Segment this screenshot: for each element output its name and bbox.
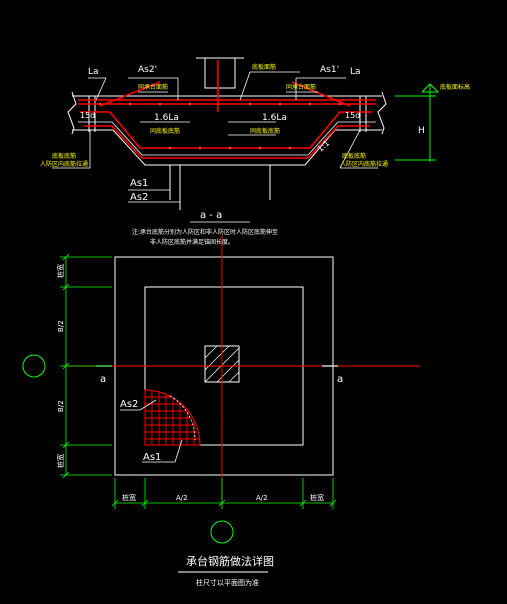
- as2-prime-label: As2': [138, 65, 157, 75]
- top-bar-right-label: 同承台面筋: [286, 83, 316, 91]
- cut-label-left: a: [100, 374, 106, 385]
- section-leaders: [52, 71, 378, 203]
- h-label: H: [418, 126, 425, 136]
- la-left-label: La: [88, 67, 99, 77]
- bottom-bar-left-label: 同底板底筋: [150, 127, 180, 135]
- dim-bottom-left: 桩宽: [122, 493, 136, 502]
- floor-elevation-label: 底板面标高: [440, 83, 470, 91]
- drawing-subtitle: 柱尺寸以平面图为准: [196, 578, 259, 587]
- floor-bar-left-line2: 人防区内底筋拉通: [40, 160, 88, 168]
- as1-prime-label: As1': [320, 65, 339, 75]
- plan-leaders: [120, 399, 183, 463]
- dim-bottom-right: 桩宽: [310, 493, 324, 502]
- note-line-1: 注:承台底筋分别为人防区和非人防区时人防区底筋伸至: [132, 228, 278, 236]
- drawing-title: 承台钢筋做法详图: [186, 554, 274, 568]
- lap-16la-right: 1.6La: [262, 113, 287, 123]
- axis-bubble-bottom: [210, 520, 234, 544]
- dim-half-b-upper: B/2: [57, 320, 65, 332]
- axis-lines: [62, 235, 420, 500]
- floor-bar-right-line2: 人防区内底筋拉通: [340, 160, 388, 168]
- top-bar-left-label: 同承台面筋: [138, 83, 168, 91]
- title-block: 承台钢筋做法详图 柱尺寸以平面图为准: [178, 554, 274, 587]
- top-bar-mid-label: 底板面筋: [252, 63, 276, 71]
- section-view: La As2' 同承台面筋 底板面筋 As1' La 同承台面筋 15d 15d…: [40, 57, 470, 246]
- bottom-bar-right-label: 同底板底筋: [250, 127, 280, 135]
- as1-label: As1: [130, 178, 148, 189]
- anchor-15d-right: 15d: [345, 111, 360, 120]
- dim-half-b-lower: B/2: [57, 400, 65, 412]
- plan-as2-label: As2: [120, 399, 138, 410]
- floor-bar-left-line1: 底板底筋: [52, 152, 76, 160]
- axis-bubble-left: [22, 354, 46, 378]
- rebar-mesh: [144, 389, 201, 446]
- floor-elevation-marker: [395, 83, 440, 162]
- floor-bar-right-line1: 底板底筋: [342, 152, 366, 160]
- dim-top-edge: 桩宽: [56, 264, 65, 278]
- cut-label-right: a: [337, 374, 343, 385]
- plan-view: a a As2 As1 桩宽 B/2 B/2 桩宽: [22, 235, 420, 544]
- section-rebar-dots: [98, 102, 342, 150]
- section-outline: [67, 57, 387, 210]
- lap-16la-left: 1.6La: [154, 113, 179, 123]
- note-line-2: 非人防区底筋并满足锚固长度。: [150, 238, 234, 246]
- section-title: a - a: [200, 210, 222, 221]
- section-rebar: [78, 60, 376, 159]
- la-right-label: La: [350, 67, 361, 77]
- dim-half-a-left: A/2: [176, 494, 188, 502]
- vertical-dimension: [60, 253, 112, 479]
- slope-label: 1:1: [316, 138, 332, 153]
- as2-label: As2: [130, 192, 148, 203]
- horizontal-dimension: [111, 478, 337, 509]
- anchor-15d-left: 15d: [80, 111, 95, 120]
- dim-bottom-edge: 桩宽: [56, 454, 65, 468]
- plan-as1-label: As1: [143, 452, 161, 463]
- dim-half-a-right: A/2: [256, 494, 268, 502]
